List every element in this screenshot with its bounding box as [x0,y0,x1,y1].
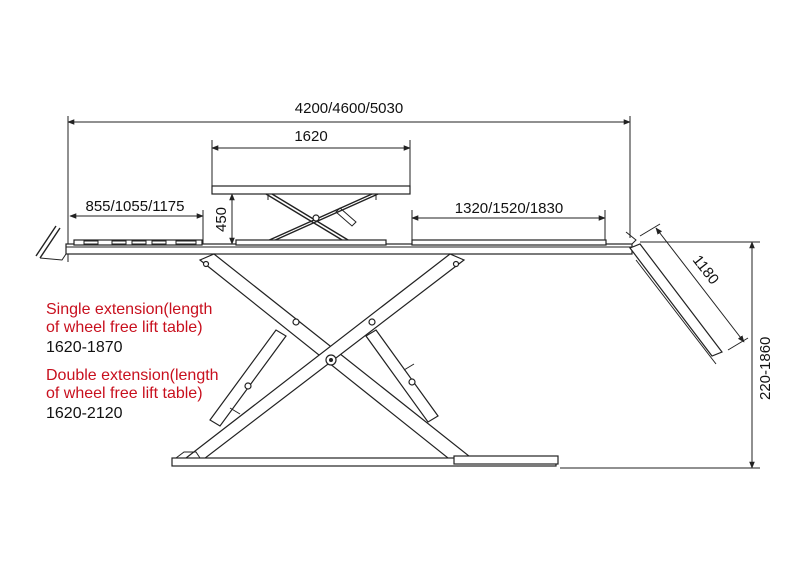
left-extension-dimension: 855/1055/1175 [69,198,204,244]
overall-length-dimension: 4200/4600/5030 [67,100,631,262]
double-extension-title: Double extension(length [46,367,219,384]
top-table [211,185,411,247]
left-extension-label: 855/1055/1175 [86,198,185,215]
right-extension-dimension: 1320/1520/1830 [411,200,606,242]
single-extension-title: Single extension(length [46,301,212,318]
top-table-dimension: 1620 [211,128,411,186]
top-table-length-label: 1620 [294,128,327,145]
lift-height-dimension: 220-1860 [560,241,774,469]
overall-length-label: 4200/4600/5030 [295,100,403,117]
single-extension-value: 1620-1870 [46,339,123,356]
double-extension-value: 1620-2120 [46,405,123,422]
lift-height-label: 220-1860 [757,337,774,400]
top-table-height-label: 450 [213,207,230,232]
right-ramp: 1180 [629,223,749,365]
main-platform [35,225,637,261]
right-extension-label: 1320/1520/1830 [455,200,563,217]
extension-notes: Single extension(length of wheel free li… [46,301,219,422]
ramp-length-label: 1180 [689,252,722,288]
single-extension-subtitle: of wheel free lift table) [46,319,203,336]
scissor-mechanism [171,253,559,467]
top-table-height-dimension: 450 [213,193,235,245]
double-extension-subtitle: of wheel free lift table) [46,385,203,402]
